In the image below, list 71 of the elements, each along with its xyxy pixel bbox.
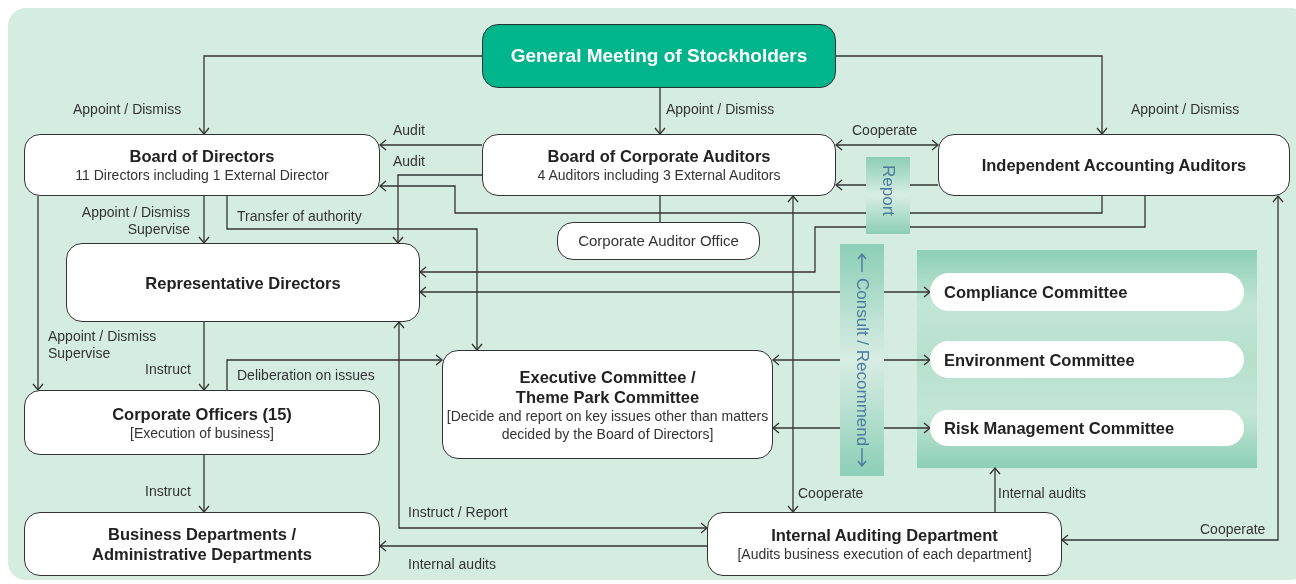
organization-box — [938, 134, 1290, 196]
connector-arrow — [379, 540, 708, 552]
node-description: 4 Auditors including 3 External Auditors — [537, 166, 781, 184]
node-title: Independent Accounting Auditors — [981, 155, 1247, 175]
edge-label: Instruct — [145, 361, 191, 378]
edge-label: Report — [878, 165, 898, 217]
connector-arrow — [198, 55, 483, 135]
band-label: Consult / Recommend — [852, 278, 872, 447]
node-title: Board of Corporate Auditors — [547, 146, 771, 166]
edge-label: Transfer of authority — [237, 208, 362, 225]
connector-arrow — [32, 195, 44, 391]
node-description: [Execution of business] — [130, 423, 274, 442]
connector-arrow — [835, 139, 939, 151]
connector-arrow — [379, 180, 1103, 214]
connector-arrow — [198, 195, 210, 244]
connector-arrow — [393, 321, 708, 534]
committee-box — [930, 341, 1244, 378]
connector-arrow — [198, 454, 210, 513]
organization-box — [24, 512, 380, 576]
organization-box — [66, 243, 420, 322]
connector-arrow — [379, 139, 483, 151]
edge-label: Appoint / Dismiss — [73, 101, 182, 118]
organization-box — [442, 350, 773, 459]
governing-body-box — [482, 24, 836, 88]
connector-arrow — [835, 55, 1108, 135]
edge-label: Instruct / Report — [408, 504, 508, 521]
node-title: Risk Management Committee — [944, 418, 1175, 438]
connector-arrow — [654, 87, 666, 135]
edge-label: Audit — [393, 153, 425, 170]
connector-arrow — [787, 195, 799, 513]
connector-arrow — [226, 354, 443, 391]
connector-arrow — [419, 286, 931, 298]
organization-box — [707, 512, 1062, 576]
node-description: [Audits business execution of each department] — [737, 545, 1032, 563]
connector-arrow — [419, 195, 1146, 278]
edge-label: Appoint / Dismiss — [1131, 101, 1240, 118]
edge-label: Cooperate — [798, 485, 864, 502]
connector-arrow — [392, 174, 483, 244]
connector-arrow — [1061, 195, 1284, 546]
edge-label: Internal audits — [408, 556, 496, 573]
edge-label: Audit — [393, 122, 425, 139]
office-box — [557, 222, 760, 260]
node-title: Environment Committee — [944, 349, 1135, 370]
connector-arrow — [989, 467, 1001, 513]
committee-box — [930, 273, 1244, 311]
node-description: [Decide and report on key issues other than matters decided by the Board of Directors] — [445, 406, 770, 443]
node-title: Board of Directors — [129, 146, 275, 166]
edge-label: Appoint / Dismiss — [666, 101, 775, 118]
edge-label: Cooperate — [1200, 521, 1266, 538]
edge-label: Deliberation on issues — [237, 367, 375, 384]
edge-label: Appoint / Dismiss Supervise — [80, 204, 190, 238]
node-description: 11 Directors including 1 External Director — [75, 166, 329, 184]
connector-arrow — [198, 321, 210, 391]
node-title: Corporate Auditor Office — [578, 232, 739, 250]
edge-label: Appoint / Dismiss Supervise — [48, 328, 158, 362]
committee-group-panel — [917, 250, 1257, 468]
node-title: Internal Auditing Department — [771, 525, 998, 545]
node-title: Business Departments / Administrative Departments — [90, 524, 314, 564]
edge-label: Cooperate — [852, 122, 918, 139]
node-title: Corporate Officers (15) — [112, 403, 292, 424]
organization-box — [24, 134, 380, 196]
edge-label: Internal audits — [998, 485, 1086, 502]
node-title: Compliance Committee — [944, 282, 1128, 302]
edge-label: Instruct — [145, 483, 191, 500]
connector-arrow — [226, 195, 483, 351]
node-title: General Meeting of Stockholders — [510, 46, 808, 66]
node-title: Executive Committee / Theme Park Committee — [514, 366, 701, 407]
committee-box — [930, 410, 1244, 446]
organization-box — [24, 390, 380, 455]
node-title: Representative Directors — [145, 272, 341, 293]
organization-box — [482, 134, 836, 196]
